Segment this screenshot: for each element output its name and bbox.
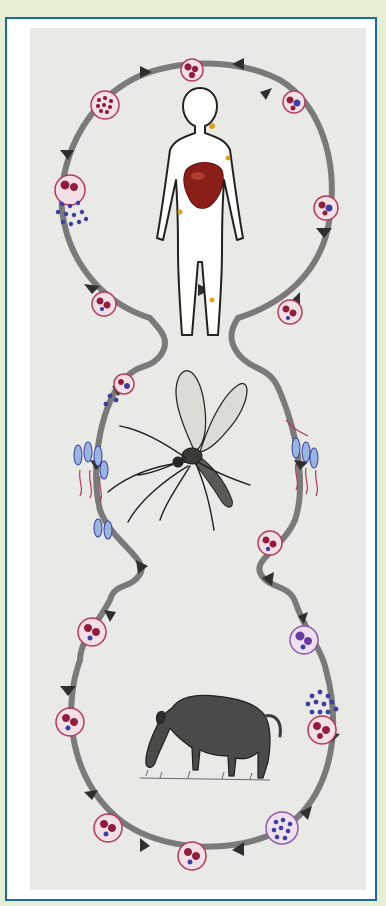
infected-cell xyxy=(258,531,282,555)
human-silhouette xyxy=(157,88,243,335)
infected-cell xyxy=(92,292,116,316)
mosquito-legs xyxy=(108,426,250,530)
liver-highlight xyxy=(191,172,205,180)
parasite-dot xyxy=(226,156,231,161)
infected-cell xyxy=(290,626,318,654)
parasite-dot xyxy=(209,123,215,129)
dog-silhouette xyxy=(146,695,270,778)
mosquito-wing xyxy=(200,384,247,452)
dog-figure xyxy=(140,695,280,780)
ground-grass xyxy=(140,770,270,780)
infected-cell xyxy=(94,814,122,842)
infected-cell xyxy=(78,618,106,646)
infected-cell xyxy=(266,812,298,844)
parasite-dot xyxy=(210,298,215,303)
right-connector-path xyxy=(232,318,327,670)
arrow-icon xyxy=(260,88,272,100)
infected-cell xyxy=(178,842,206,870)
parasite-dot xyxy=(178,210,183,215)
infected-cell xyxy=(278,300,302,324)
human-figure xyxy=(157,88,243,335)
mosquito-wing xyxy=(176,371,206,452)
left-connector-path xyxy=(80,318,165,660)
infected-cell xyxy=(314,196,338,220)
infected-cell xyxy=(308,716,336,744)
infected-cell xyxy=(283,91,305,113)
mosquito-figure xyxy=(108,371,250,530)
infected-cell xyxy=(55,175,85,205)
infected-cell xyxy=(56,708,84,736)
infected-cell xyxy=(181,59,203,81)
arrow-icon xyxy=(104,610,116,622)
arrow-icon xyxy=(140,838,150,852)
infected-cell xyxy=(114,374,134,394)
infected-cell xyxy=(91,91,119,119)
